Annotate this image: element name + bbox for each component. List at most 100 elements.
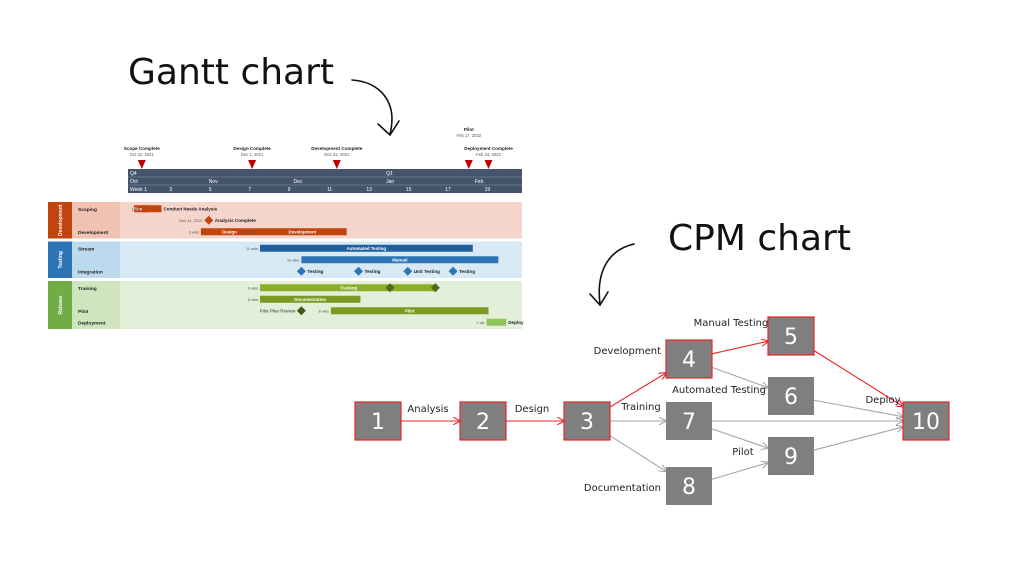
activity-label: Manual Testing [694,318,769,329]
milestone-diamond [296,306,306,316]
milestone-diamond [204,215,214,225]
edge-3-4 [609,373,666,408]
milestone-label: Testing [459,269,475,274]
row-label-column [72,281,120,329]
milestone-date: Oct 22, 2021 [130,152,155,157]
milestone-label: Testing [364,269,380,274]
node-1 [354,401,402,441]
milestone-label: Pilot Plan Review [260,309,296,314]
task-bar [200,228,259,236]
task-label: Development [289,230,317,235]
task-label: Training [340,286,357,291]
milestone-name: Deployment Complete [464,146,513,151]
row-name: Pilot [78,309,89,315]
row-name: Stream [78,246,94,252]
node-label: 7 [682,410,696,435]
task-label: Documentation [294,297,326,302]
task-bar [141,205,162,213]
milestone-name: Pilot [464,127,474,132]
group-label-tab [48,241,72,278]
gantt-pointer-arrow [351,79,393,135]
milestone-label: Analysis Complete [215,218,257,223]
task-duration: 9 wks [248,286,258,291]
row-name: Deployment [78,320,106,326]
milestone-marker [248,160,257,169]
task-label: Automated Testing [347,246,387,251]
node-label: 9 [784,445,798,470]
task-bar [330,307,489,315]
node-4 [665,339,713,379]
task-duration: 4.5 wks [242,230,256,235]
week-label: 9 [288,187,291,193]
edge-4-5 [711,341,768,355]
gantt-pointer-arrowhead [377,120,400,137]
node-3 [563,401,611,441]
task-duration: 10 wks [287,258,299,263]
milestone-diamond [385,283,395,293]
milestone-label: Unit Testing [414,269,440,274]
node-label: 2 [476,410,490,435]
node-7 [666,402,712,440]
week-label: 3 [169,187,172,193]
group-name: Testing [58,251,64,268]
node-label: 10 [912,410,940,435]
task-bar [133,205,148,213]
quarter-label: Q4 [130,171,137,177]
task-duration: 3 wks [189,230,199,235]
milestone-date: Dec 1, 2021 [241,152,264,157]
edge-7-9 [711,428,768,448]
milestone-date: Feb 24, 2022 [476,152,501,157]
activity-label: Design [515,404,550,415]
row-name: Training [78,286,97,292]
node-10 [902,401,950,441]
milestone-diamond [448,266,458,276]
week-label: 7 [248,187,251,193]
edge-6-10 [813,399,903,416]
task-bar [259,284,438,292]
node-label: 1 [371,410,385,435]
milestone-diamond [296,266,306,276]
task-label: Scope [134,207,148,212]
milestone-date: Dec 31, 2021 [324,152,350,157]
cpm-pointer-arrow [598,243,635,305]
row-name: Integration [78,269,103,275]
task-duration: 1 wk [132,207,140,212]
task-bar [486,318,507,326]
month-label: Oct [130,179,138,185]
milestone-marker [484,160,493,169]
milestone-marker [464,160,473,169]
edge-8-9 [711,463,768,480]
month-label: Feb [475,179,484,185]
week-label: 11 [327,187,332,193]
task-label: Conduct Needs Analysis [163,207,217,212]
group-name: Release [58,295,64,314]
task-label: Manual [392,258,407,263]
milestone-diamond [430,283,440,293]
milestone-marker [137,160,146,169]
row-label-column [72,241,120,278]
task-duration: 1 wk [476,320,484,325]
milestone-name: Design Complete [233,146,271,151]
task-label: Deploy [508,320,524,325]
milestone-label: Testing [307,269,323,274]
week-label: 5 [209,187,212,193]
cpm-chart-title: CPM chart [668,218,851,259]
task-bar [301,256,499,264]
node-label: 8 [682,475,696,500]
node-2 [459,401,507,441]
task-duration: 6 wks [248,297,258,302]
month-label: Jan [386,179,394,185]
node-6 [768,377,814,415]
task-label: Design [222,230,237,235]
milestone-name: Scope Complete [124,146,160,151]
node-label: 6 [784,385,798,410]
activity-label: Documentation [584,483,661,494]
group-label-tab [48,202,72,239]
task-bar [259,244,473,252]
activity-label: Training [620,402,660,413]
month-label: Dec [294,179,303,185]
task-bar [258,228,347,236]
activity-label: Analysis [407,404,448,415]
